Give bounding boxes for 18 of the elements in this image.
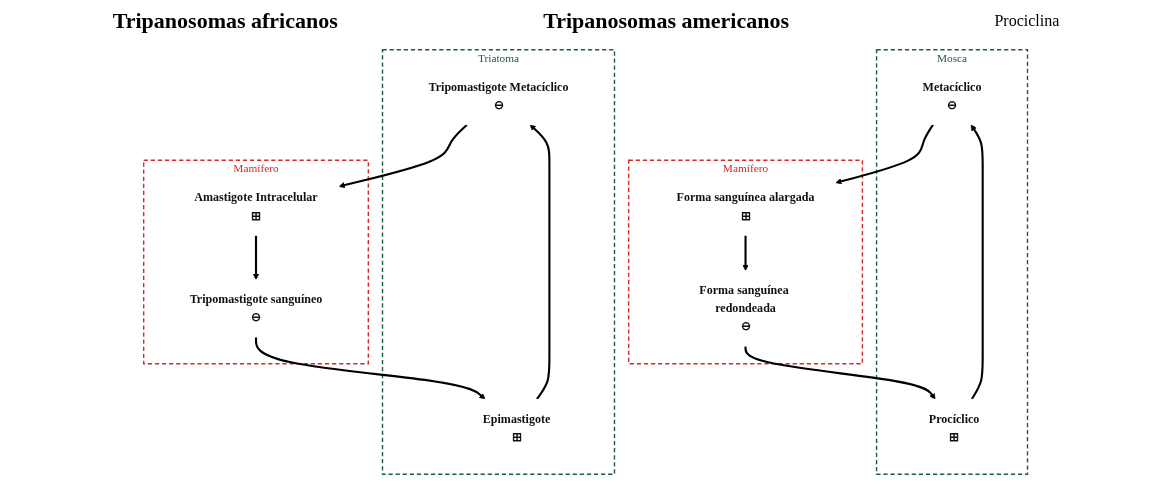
node-text: Procíclico ⊞ [929, 411, 980, 444]
panel-title: Tripanosomas africanos [112, 8, 338, 34]
arrow [530, 124, 551, 400]
node-text: Forma sanguínea alargada ⊞ [677, 190, 815, 223]
node-text: Amastigote Intracelular ⊞ [194, 190, 319, 223]
node-text: Epimastigote ⊞ [483, 411, 551, 444]
arrow [253, 235, 260, 280]
node-text: Metacíclico ⊖ [923, 80, 982, 112]
node-text: Tripomastigote Metacíclico ⊖ [428, 80, 569, 112]
panel-title: Tripanosomas americanos [543, 8, 790, 34]
arrow [255, 337, 486, 400]
annotation-text: Prociclina [994, 12, 1060, 30]
arrow [971, 124, 985, 400]
arrow [339, 123, 469, 189]
node-text: Forma sanguínea redondeada ⊖ [699, 283, 790, 333]
arrow [742, 235, 750, 271]
node-text: Tripomastigote sanguíneo ⊖ [190, 292, 323, 324]
arrow [835, 124, 935, 185]
